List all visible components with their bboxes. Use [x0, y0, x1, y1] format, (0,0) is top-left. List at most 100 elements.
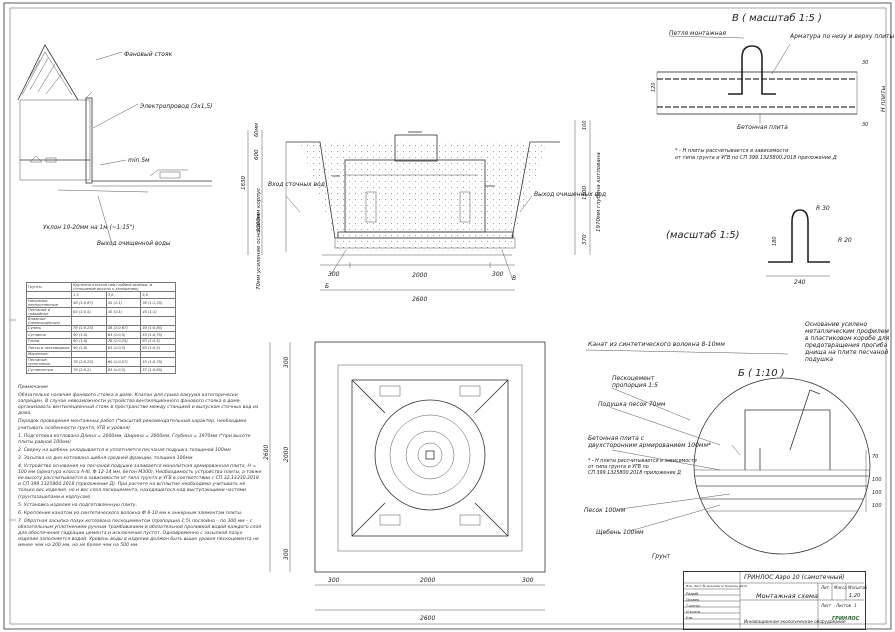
- marker-v: В: [512, 275, 516, 282]
- dim-b-100a: 100: [872, 477, 882, 483]
- note-paragraph: 1. Подготовка котлована Длина = 2600мм, …: [18, 433, 251, 445]
- sheet-frame: [3, 2, 892, 630]
- stamp-mass-label: Масса: [834, 585, 847, 590]
- detail-b: Канат из синтетического волокна 8-10мм Б…: [584, 321, 891, 560]
- detail-v-title: В ( масштаб 1:5 ): [732, 12, 822, 24]
- note-paragraph: 4. Устройство основания на песчаной поду…: [18, 464, 262, 500]
- stamp-stage-label: Лит.: [821, 585, 831, 590]
- dim-v-30b: 30: [862, 122, 868, 128]
- plan-dim-2600-left: 2600: [263, 445, 270, 460]
- outlet-label: Выход очищенной воды: [97, 241, 171, 247]
- slab-b-label: Бетонная плита с двухсторонним армирован…: [587, 435, 711, 449]
- plan-dim-bottom-2000: 2000: [420, 577, 435, 584]
- inlet-label: Вход сточных вод: [268, 181, 325, 188]
- soil-header-slope: Крутизна откосов при глубине выемки, м (…: [71, 282, 176, 292]
- note-paragraph: 7. Обратная засыпка пазух котлована песк…: [18, 518, 262, 549]
- plan-dim-300a: 300: [283, 356, 290, 368]
- slope-label: Уклон 10-20мм на 1м (~1:15"): [43, 225, 135, 231]
- stamp-row-label: Н.контр.: [686, 610, 702, 614]
- detail-b-title: Б ( 1:10 ): [738, 368, 785, 379]
- note-paragraph: 5. Установка изделия на подготовленную п…: [18, 502, 138, 508]
- notes-block: Примечание Обязательно наличие фанового …: [18, 385, 263, 551]
- dim-240: 240: [794, 279, 806, 286]
- stamp-col-label: № документа: [702, 584, 724, 588]
- dim-bottom-2000: 2000: [412, 272, 427, 279]
- sheet-inner-frame: [9, 7, 887, 625]
- gravel-label: Щебень 100мм: [596, 529, 644, 536]
- stamp-col-label: Лист: [694, 584, 702, 588]
- dim-b-100c: 100: [872, 503, 882, 509]
- title-block: ГРИНЛОС Аэро 10 (самотечный) Монтажная с…: [683, 571, 868, 630]
- house-section: Фановый стояк Электропровод (3х1,5) min …: [17, 44, 213, 247]
- fan-riser-label: Фановый стояк: [124, 51, 173, 58]
- cushion-label: Подушка песок 70мм: [598, 401, 666, 408]
- depth-label: 1970мм глубина котлована: [596, 152, 602, 232]
- stamp-scale-label: Масштаб: [848, 585, 868, 590]
- cable-label: Электропровод (3х1,5): [139, 103, 213, 110]
- dim-top-60: 60мм: [254, 123, 260, 137]
- stamp-scale-value: 1:20: [849, 593, 861, 599]
- marker-b: Б: [325, 283, 329, 290]
- soil-header-ground: Грунты: [25, 282, 73, 292]
- plan-dim-bottom-300b: 300: [522, 577, 534, 584]
- rope-label: Канат из синтетического волокна 8-10мм: [588, 341, 725, 348]
- stamp-col-label: Дата: [739, 584, 748, 588]
- plan-dim-bottom-2600: 2600: [420, 615, 435, 622]
- plan-dim-bottom-300a: 300: [328, 577, 340, 584]
- dim-600: 600: [254, 149, 260, 160]
- loop-scale-title: (масштаб 1:5): [666, 229, 740, 241]
- stamp-product: ГРИНЛОС Аэро 10 (самотечный): [744, 574, 845, 581]
- ground-label: Грунт: [652, 553, 671, 560]
- reinforce-label: Основание усилено металлическим профилем…: [804, 321, 891, 363]
- pesko-label: Пескоцемент пропорция 1:5: [612, 375, 658, 389]
- stamp-sheets-value: 1: [854, 603, 857, 608]
- table-row: Влажные (ненасыщенные): [25, 315, 176, 326]
- stamp-sheet-label: Лист: [821, 603, 832, 608]
- plan-dim-300b: 300: [283, 548, 290, 560]
- dim-bottom-300a: 300: [328, 271, 340, 278]
- stamp-row-label: Утв.: [686, 616, 694, 620]
- stamp-sheet-title: Монтажная схема: [756, 592, 818, 600]
- note-paragraph: Обязательно наличие фанового стояка в до…: [18, 393, 259, 417]
- installation-section: Вход сточных вод Выход очищенных вод 60м…: [241, 120, 606, 303]
- stamp-row-label: Т.контр.: [686, 604, 701, 608]
- loop-label: Петля монтажная: [669, 30, 726, 37]
- plan-view: 2600 300 2000 300 300 2000 300 2600: [263, 341, 546, 622]
- dim-180: 180: [772, 236, 778, 246]
- note-paragraph: 2. Сверху на щебень укладывается и уплот…: [18, 447, 231, 453]
- dim-top-100: 100: [582, 120, 588, 130]
- note-paragraph: Порядок проведения монтажных работ (*мас…: [18, 419, 247, 431]
- base-label: 70мм усиление основания: [256, 213, 262, 290]
- dim-bottom-300b: 300: [492, 271, 504, 278]
- dim-370: 370: [582, 234, 588, 245]
- dim-v-30a: 30: [862, 60, 868, 66]
- slab-label: Бетонная плита: [737, 124, 788, 131]
- detail-b-note: * - Н плиты рассчитывается в зависимости…: [588, 458, 698, 476]
- dim-b-100b: 100: [872, 490, 882, 496]
- stamp-row-label: Провер.: [686, 598, 701, 602]
- sand-label: Песок 100мм: [584, 507, 626, 514]
- dim-b-70: 70: [872, 454, 878, 460]
- note-paragraph: 6. Крепление канатом из синтетического в…: [18, 510, 243, 516]
- stamp-sheets-label: Листов: [836, 603, 851, 608]
- stamp-company: Инновационное экологическое оборудование: [744, 619, 846, 624]
- body-height-label: 1300мм корпус: [256, 188, 262, 232]
- dim-1830: 1830: [241, 176, 247, 190]
- r30-label: R 30: [816, 205, 830, 212]
- rebar-label: Арматура по низу и верху плиты: [789, 33, 895, 40]
- stamp-col-label: Подпись: [724, 584, 739, 588]
- loop-scale: (масштаб 1:5) R 30 R 20 180 240: [666, 205, 852, 286]
- plan-dim-2000-left: 2000: [283, 447, 290, 462]
- dim-v-120: 120: [651, 82, 657, 92]
- notes-heading: Примечание: [18, 385, 48, 390]
- h-plate-label: Н плиты: [880, 85, 887, 112]
- r20-label: R 20: [838, 237, 852, 244]
- stamp-grid: [683, 571, 864, 628]
- soil-slope-table: Грунты Крутизна откосов при глубине выем…: [25, 282, 176, 374]
